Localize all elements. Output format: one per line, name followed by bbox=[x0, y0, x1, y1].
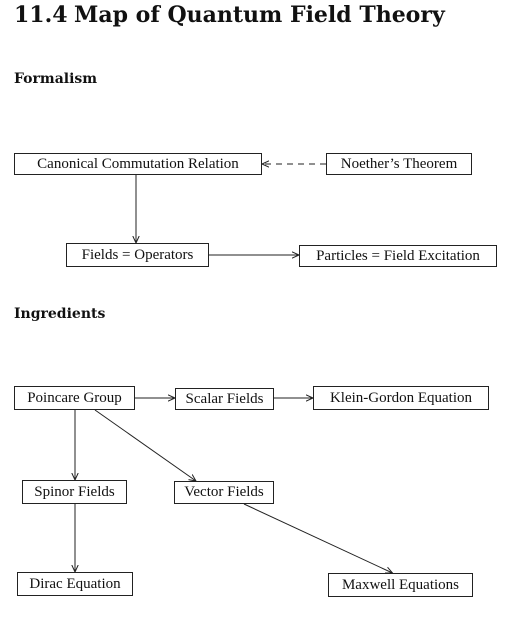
node-canonical-commutation-relation: Canonical Commutation Relation bbox=[14, 153, 262, 175]
formalism-heading: Formalism bbox=[14, 71, 98, 87]
node-spinor-fields: Spinor Fields bbox=[22, 480, 127, 504]
node-noethers-theorem: Noether’s Theorem bbox=[326, 153, 472, 175]
node-maxwell-equations: Maxwell Equations bbox=[328, 573, 473, 597]
edge-poincare-to-vector bbox=[94, 409, 196, 481]
section-number: 11.4 bbox=[14, 2, 68, 28]
node-fields-operators: Fields = Operators bbox=[66, 243, 209, 267]
node-scalar-fields: Scalar Fields bbox=[175, 388, 274, 410]
ingredients-heading: Ingredients bbox=[14, 306, 106, 322]
node-dirac-equation: Dirac Equation bbox=[17, 572, 133, 596]
edge-vector-to-maxwell bbox=[243, 503, 393, 573]
node-particles-field-excitation: Particles = Field Excitation bbox=[299, 245, 497, 267]
node-klein-gordon-equation: Klein-Gordon Equation bbox=[313, 386, 489, 410]
node-poincare-group: Poincare Group bbox=[14, 386, 135, 410]
section-title-text: Map of Quantum Field Theory bbox=[74, 2, 445, 28]
node-vector-fields: Vector Fields bbox=[174, 481, 274, 504]
section-title: 11.4 Map of Quantum Field Theory bbox=[14, 2, 445, 32]
